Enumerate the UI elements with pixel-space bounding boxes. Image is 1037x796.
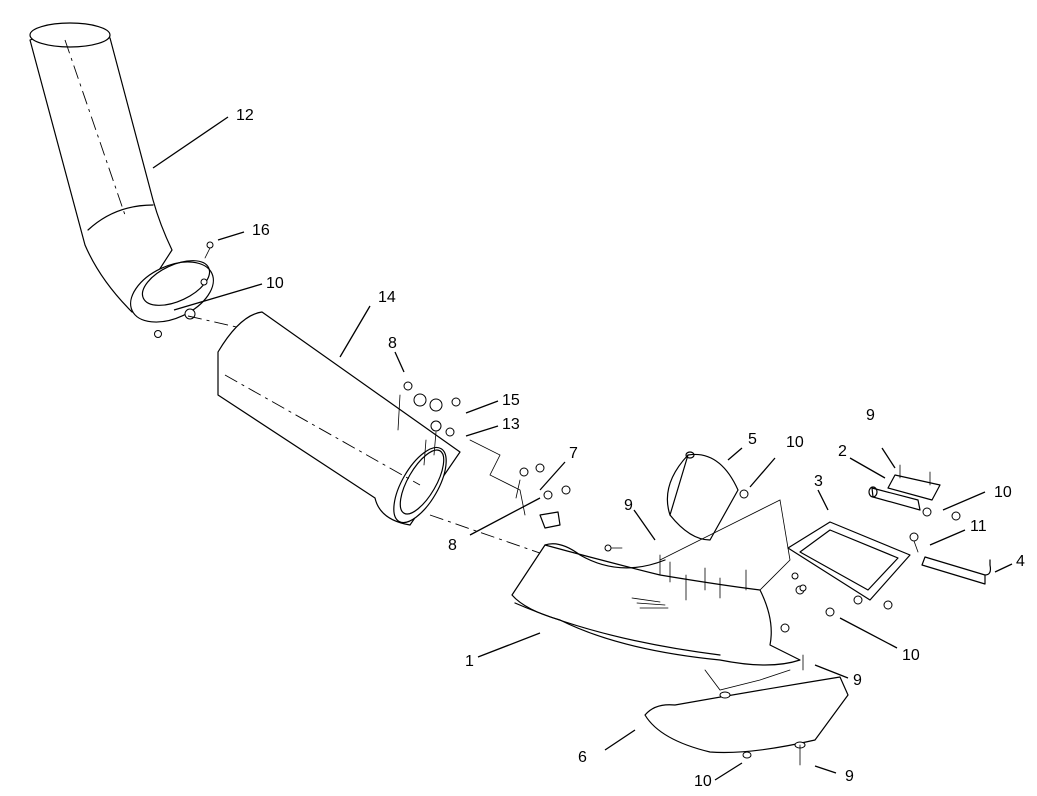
bolt-set-9 <box>659 554 804 671</box>
callout-11: 11 <box>970 518 987 535</box>
callout-1: 1 <box>465 653 474 670</box>
callout-9-chute: 9 <box>624 497 633 514</box>
callout-10-hinge: 10 <box>994 484 1012 501</box>
callout-16: 16 <box>252 222 270 239</box>
callout-2: 2 <box>838 443 847 460</box>
tube-hardware <box>397 381 461 466</box>
callout-6: 6 <box>578 749 587 766</box>
part-7-bracket <box>515 463 571 529</box>
nut-set-10 <box>739 489 961 592</box>
callout-9-hinge: 9 <box>866 407 875 424</box>
callout-10-deflector: 10 <box>786 434 804 451</box>
callout-3: 3 <box>814 473 823 490</box>
callout-9-bottom: 9 <box>845 768 854 785</box>
callout-14: 14 <box>378 289 396 306</box>
leader-lines <box>152 116 1013 781</box>
callout-4: 4 <box>1016 553 1025 570</box>
part-2-hinge-rod <box>868 474 941 517</box>
clamp-ring <box>130 241 214 338</box>
callout-15: 15 <box>502 392 520 409</box>
callout-12: 12 <box>236 107 254 124</box>
callout-5: 5 <box>748 431 757 448</box>
callout-7: 7 <box>569 445 578 462</box>
callout-13: 13 <box>502 416 520 433</box>
part-4-handle <box>921 556 992 585</box>
part-12-upper-chute <box>29 22 173 313</box>
callout-10-bottom: 10 <box>694 773 712 790</box>
callout-10-ring: 10 <box>266 275 284 292</box>
hinge-bolts-9 <box>899 464 931 486</box>
callout-10-plate: 10 <box>902 647 920 664</box>
callout-9-right: 9 <box>853 672 862 689</box>
callout-8-upper: 8 <box>388 335 397 352</box>
part-14-middle-tube <box>217 311 461 526</box>
callout-8-lower: 8 <box>448 537 457 554</box>
part-6-lower-shield <box>644 676 849 766</box>
callout-labels: 1 2 3 4 5 6 7 8 8 9 9 9 9 10 10 10 10 10… <box>236 107 1025 790</box>
part-11-pin <box>909 532 919 553</box>
part-1-main-chute <box>511 543 801 666</box>
part-5-deflector <box>666 451 739 541</box>
part-3-plate <box>787 521 911 617</box>
